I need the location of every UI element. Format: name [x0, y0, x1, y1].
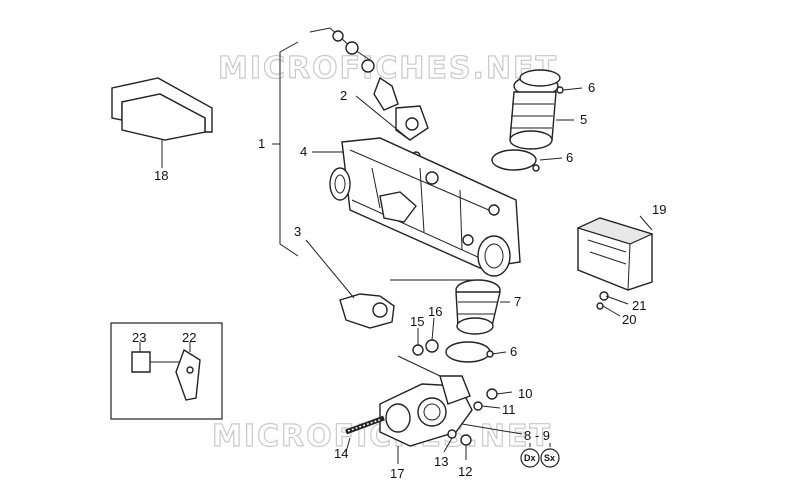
- callout-16: 16: [428, 304, 442, 319]
- callout-23: 23: [132, 330, 146, 345]
- part-19-cover: [576, 215, 654, 291]
- part-3-sensor: [305, 239, 480, 329]
- svg-text:Dx: Dx: [524, 453, 536, 463]
- part-7-hose-lower: [455, 279, 510, 335]
- callout-17: 17: [390, 466, 404, 481]
- part-18-cover: [111, 77, 213, 168]
- callout-22: 22: [182, 330, 196, 345]
- callout-1: 1: [258, 136, 265, 151]
- callout-13: 13: [434, 454, 448, 469]
- part-2-cable-fitting: [309, 27, 429, 161]
- callout-6-top: 6: [588, 80, 595, 95]
- svg-text:Sx: Sx: [544, 453, 555, 463]
- callout-3: 3: [294, 224, 301, 239]
- part-14-stud: [345, 415, 385, 453]
- part-12-13-fasteners: [443, 429, 472, 460]
- callout-20: 20: [622, 312, 636, 327]
- callout-6-mid: 6: [566, 150, 573, 165]
- inset-box: [110, 322, 223, 420]
- part-10-11-screws: [473, 388, 513, 411]
- part-20-21-screw: [596, 291, 629, 317]
- callout-11: 11: [502, 402, 516, 417]
- callout-8-9: 8 - 9: [524, 428, 550, 443]
- callout-14: 14: [334, 446, 348, 461]
- callout-18: 18: [154, 168, 168, 183]
- callout-10: 10: [518, 386, 532, 401]
- part-15-16-fasteners: [397, 317, 441, 377]
- badge-left-side: Sx: [540, 448, 560, 468]
- callout-7: 7: [514, 294, 521, 309]
- watermark-top: MICROFICHES.NET: [218, 51, 558, 86]
- leader-8-9: [461, 423, 523, 435]
- part-6-clamp-mid: [491, 149, 563, 172]
- part-6-clamp-top: [519, 69, 583, 94]
- badge-right-side: Dx: [520, 448, 540, 468]
- callout-12: 12: [458, 464, 472, 479]
- part-5-hose-upper: [509, 75, 559, 150]
- callout-4: 4: [300, 144, 307, 159]
- assembly-bracket: [279, 41, 299, 257]
- part-1-throttle-body: [329, 137, 521, 277]
- callout-5: 5: [580, 112, 587, 127]
- callout-21: 21: [632, 298, 646, 313]
- callout-6-low: 6: [510, 344, 517, 359]
- callout-19: 19: [652, 202, 666, 217]
- callout-15: 15: [410, 314, 424, 329]
- part-6-clamp-lower: [445, 341, 507, 363]
- callout-2: 2: [340, 88, 347, 103]
